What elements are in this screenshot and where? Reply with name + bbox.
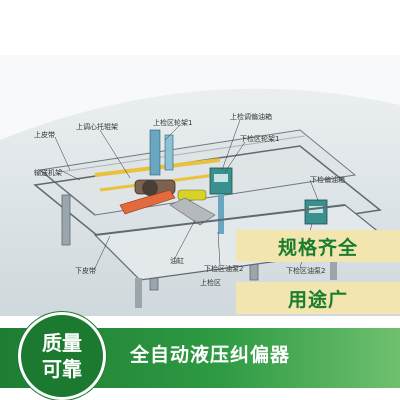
label-upper-pump-box: 上检调偏油箱 — [230, 113, 272, 121]
label-lower-belt: 下皮带 — [75, 267, 96, 275]
label-conveyor: 输送机架 — [34, 169, 62, 177]
label-upper-check-roller-1: 上检区轮架1 — [153, 119, 193, 127]
upper-belt-edge — [39, 169, 96, 216]
quality-line-2: 可靠 — [42, 357, 82, 381]
upper-roller-stand — [149, 129, 174, 176]
upper-pump-box — [209, 167, 233, 234]
quality-badge: 质量 可靠 — [18, 312, 106, 400]
bottom-banner: 质量 可靠 全自动液压纠偏器 — [0, 312, 400, 400]
label-upper-tuning-bracket: 上调心托辊架 — [76, 123, 118, 131]
label-cylinder: 油缸 — [170, 257, 184, 265]
lower-pump-box — [304, 199, 328, 225]
upper-belt-inner — [59, 135, 306, 173]
lower-belt-line — [94, 204, 346, 236]
frame-leg-left — [61, 194, 71, 246]
tuning-roller-bracket — [119, 179, 176, 215]
badge-usage: 用途广 — [236, 282, 400, 314]
label-lower-pump-box: 下检偏油箱 — [310, 176, 345, 184]
label-upper-check-partial: 上检区 — [200, 279, 221, 287]
cylinder — [169, 189, 216, 226]
label-upper-belt: 上皮带 — [34, 131, 55, 139]
quality-line-1: 质量 — [42, 331, 82, 355]
label-lower-pump-2b: 下检区油泵2 — [286, 267, 326, 275]
background-curve — [0, 55, 400, 140]
badge-specs: 规格齐全 — [236, 230, 400, 262]
label-lower-check-roller-1: 下检区轮架1 — [240, 135, 280, 143]
lower-leg-1 — [135, 278, 142, 308]
product-name: 全自动液压纠偏器 — [130, 344, 291, 366]
label-lower-pump-2a: 下检区油泵2 — [204, 265, 244, 273]
